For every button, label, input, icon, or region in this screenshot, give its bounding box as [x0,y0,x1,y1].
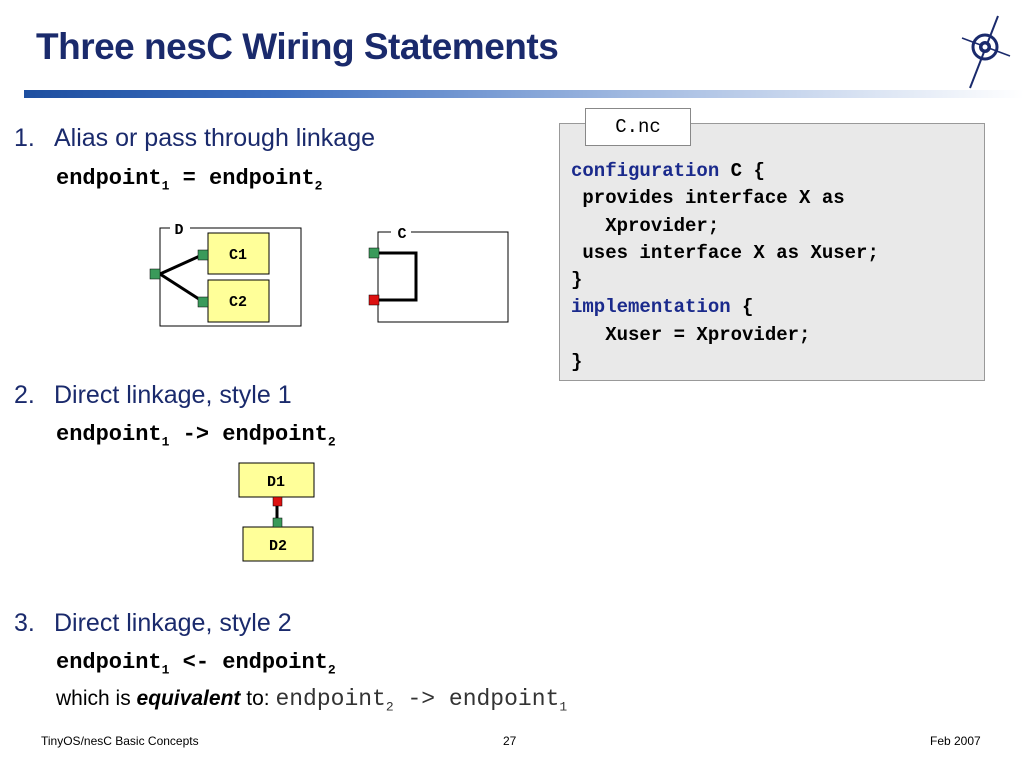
equivalence-suffix: to: [240,687,276,710]
diagram-direct: D1 D2 [238,462,315,562]
endpoint-rhs: endpoint [209,166,315,191]
label-bg [391,224,411,240]
code-token: C { [719,160,765,182]
code-line: } [571,349,879,376]
item-number: 1. [14,124,35,152]
endpoint-rhs-sub: 1 [559,699,568,715]
statement-2: endpoint1 -> endpoint2 [56,422,336,449]
code-filename-tab: C.nc [585,108,691,146]
endpoint-lhs-sub: 1 [161,178,170,194]
footer-page-number: 27 [503,734,517,748]
component-c2-box [207,279,270,323]
endpoint-rhs: endpoint [222,422,328,447]
item-number: 3. [14,609,35,637]
code-keyword: configuration [571,160,720,182]
footer-date: Feb 2007 [930,734,981,748]
title-underline [24,90,1024,98]
port-green [149,268,161,280]
endpoint-lhs: endpoint [275,686,386,712]
code-line: uses interface X as Xuser; [571,240,879,267]
code-listing: configuration C { provides interface X a… [571,158,879,376]
code-token: } [571,351,583,374]
code-token: Xuser = Xprovider; [571,323,811,346]
item-label: Direct linkage, style 2 [54,609,292,637]
code-token: uses interface X as Xuser; [571,241,879,264]
endpoint-lhs: endpoint [56,166,162,191]
component-d1-box [238,462,315,498]
label-bg [170,220,190,236]
code-line: provides interface X as [571,185,879,212]
component-d2-label: D2 [269,538,287,555]
code-line: Xuser = Xprovider; [571,322,879,349]
footer-left: TinyOS/nesC Basic Concepts [41,734,199,748]
equivalent-statement: endpoint2 -> endpoint1 [275,686,568,715]
code-keyword: implementation [571,296,731,319]
item-label: Alias or pass through linkage [54,124,376,152]
endpoint-lhs: endpoint [56,422,162,447]
port-red [272,496,283,507]
item-label: Direct linkage, style 1 [54,381,292,409]
endpoint-lhs-sub: 1 [161,662,170,678]
endpoint-rhs-sub: 2 [327,662,336,678]
component-c-box [377,231,509,323]
list-item-3: 3. Direct linkage, style 2 [14,609,292,638]
endpoint-rhs: endpoint [448,686,560,712]
wire [159,272,203,303]
code-line: } [571,267,879,294]
endpoint-lhs: endpoint [56,650,162,675]
component-d-label: D [174,222,183,239]
code-line: configuration C { [571,158,879,185]
port-green [368,247,380,259]
code-token: provides interface X as [571,187,845,210]
equivalence-prefix: which is [56,687,137,710]
code-panel [559,123,985,381]
port-green [197,296,209,308]
slide-title: Three nesC Wiring Statements [36,26,559,67]
code-token: } [571,269,583,292]
compass-logo-icon [961,15,1011,89]
endpoint-rhs: endpoint [222,650,328,675]
code-line: implementation { [571,294,879,321]
statement-3: endpoint1 <- endpoint2 [56,650,336,677]
diagram-alias-c: C [368,224,509,323]
internal-wire [378,251,418,302]
component-d1-label: D1 [267,474,285,491]
statement-1: endpoint1 = endpoint2 [56,166,322,193]
component-c1-box [207,232,270,275]
endpoint-lhs-sub: 1 [161,434,170,450]
code-line: Xprovider; [571,213,879,240]
wiring-operator: = [169,166,210,191]
endpoint-rhs-sub: 2 [314,178,323,194]
item-number: 2. [14,381,35,409]
code-token: { [730,296,754,319]
equivalence-note: which is equivalent to: endpoint2 -> end… [56,686,567,715]
wiring-operator: -> [393,686,449,712]
wiring-operator: -> [169,422,223,447]
wire [159,253,203,276]
port-red [368,294,380,306]
list-item-1: 1. Alias or pass through linkage [14,124,375,153]
component-c2-label: C2 [229,294,247,311]
port-green [197,249,209,261]
list-item-2: 2. Direct linkage, style 1 [14,381,292,410]
diagram-alias-d: D C1 C2 [149,220,302,327]
code-token: Xprovider; [571,214,720,237]
equivalence-emphasis: equivalent [136,687,241,710]
port-green [272,517,283,528]
component-d2-box [242,526,314,562]
component-c1-label: C1 [229,247,247,264]
component-c-label: C [397,226,406,243]
wiring-operator: <- [169,650,223,675]
endpoint-rhs-sub: 2 [327,434,336,450]
endpoint-lhs-sub: 2 [385,699,394,715]
